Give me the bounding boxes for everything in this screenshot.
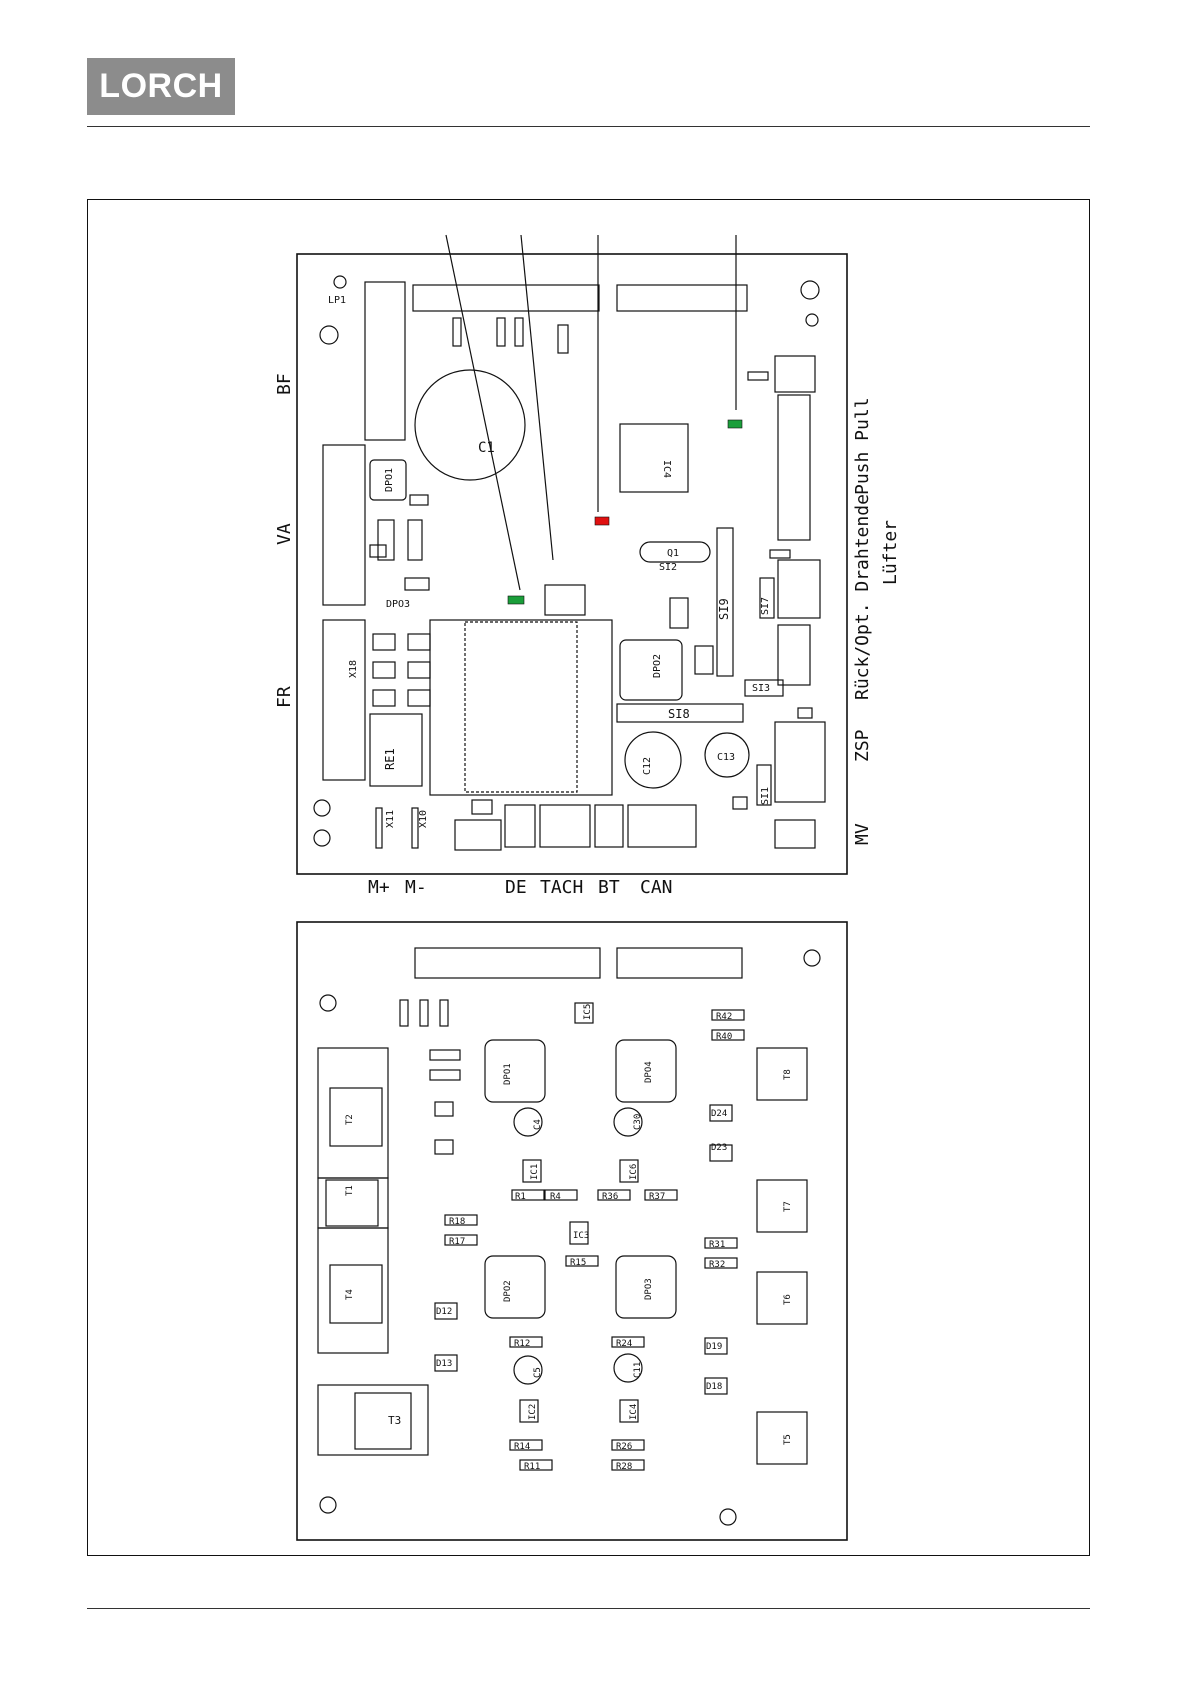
ref-c13: C13 bbox=[717, 752, 735, 763]
ref-d13: D13 bbox=[436, 1359, 452, 1369]
ref-r32: R32 bbox=[709, 1260, 725, 1270]
ref-r17: R17 bbox=[449, 1237, 465, 1247]
led-green-1 bbox=[507, 595, 525, 605]
ref-r36: R36 bbox=[602, 1192, 618, 1202]
label-fr: FR bbox=[274, 686, 295, 708]
ref-dpo4-b: DPO4 bbox=[644, 1061, 654, 1083]
ref-t3: T3 bbox=[388, 1414, 401, 1427]
label-tach: TACH bbox=[540, 877, 583, 898]
ref-ic4-b: IC4 bbox=[629, 1404, 639, 1420]
label-mv: MV bbox=[852, 823, 873, 845]
ref-dpo2: DPO2 bbox=[652, 654, 663, 678]
ref-r4: R4 bbox=[550, 1192, 561, 1202]
ref-t6: T6 bbox=[783, 1294, 793, 1305]
ref-t1: T1 bbox=[345, 1185, 355, 1196]
ref-dpo1-b: DPO1 bbox=[503, 1063, 513, 1085]
ref-si9: SI9 bbox=[717, 598, 731, 620]
ref-lp1: LP1 bbox=[328, 295, 346, 306]
ref-t8: T8 bbox=[783, 1069, 793, 1080]
label-bf: BF bbox=[274, 373, 295, 395]
figure-frame bbox=[87, 199, 1090, 1556]
ref-t4: T4 bbox=[345, 1289, 355, 1300]
label-zsp: ZSP bbox=[852, 729, 873, 762]
header-rule bbox=[87, 126, 1090, 127]
ref-t5: T5 bbox=[783, 1434, 793, 1445]
ref-x10: X10 bbox=[418, 810, 429, 828]
ref-c5: C5 bbox=[533, 1367, 543, 1378]
bottom-board bbox=[296, 921, 848, 1541]
ref-d12: D12 bbox=[436, 1307, 452, 1317]
ref-r11: R11 bbox=[524, 1462, 540, 1472]
ref-r31: R31 bbox=[709, 1240, 725, 1250]
ref-si8: SI8 bbox=[668, 707, 690, 721]
label-push-pull: Push Pull bbox=[852, 397, 873, 495]
ref-ic6: IC6 bbox=[629, 1164, 639, 1180]
ref-d23: D23 bbox=[711, 1143, 727, 1153]
ref-ic5: IC5 bbox=[583, 1004, 593, 1020]
ref-x18: X18 bbox=[348, 660, 359, 678]
ref-r28: R28 bbox=[616, 1462, 632, 1472]
ref-x11: X11 bbox=[385, 810, 396, 828]
ref-si2: SI2 bbox=[659, 562, 677, 573]
ref-r12: R12 bbox=[514, 1339, 530, 1349]
label-luefter: Lüfter bbox=[880, 520, 901, 585]
ref-re1: RE1 bbox=[383, 748, 397, 770]
label-m-plus: M+ bbox=[368, 877, 390, 898]
ref-c4: C4 bbox=[533, 1119, 543, 1130]
ref-r37: R37 bbox=[649, 1192, 665, 1202]
ref-r18: R18 bbox=[449, 1217, 465, 1227]
ref-r1: R1 bbox=[515, 1192, 526, 1202]
ref-r40: R40 bbox=[716, 1032, 732, 1042]
footer-rule bbox=[87, 1608, 1090, 1609]
ref-c11: C11 bbox=[633, 1362, 643, 1378]
ref-c1: C1 bbox=[478, 440, 495, 456]
ref-ic4: IC4 bbox=[661, 460, 672, 478]
ref-dpo3-b: DPO3 bbox=[644, 1278, 654, 1300]
led-green-2 bbox=[727, 419, 743, 429]
label-de: DE bbox=[505, 877, 527, 898]
ref-dpo2-b: DPO2 bbox=[503, 1280, 513, 1302]
ref-dpo1: DPO1 bbox=[384, 468, 395, 492]
ref-ic3: IC3 bbox=[573, 1231, 589, 1241]
ref-r14: R14 bbox=[514, 1442, 530, 1452]
ref-si7: SI7 bbox=[760, 597, 771, 615]
ref-c30: C30 bbox=[633, 1114, 643, 1130]
ref-r26: R26 bbox=[616, 1442, 632, 1452]
ref-d24: D24 bbox=[711, 1109, 727, 1119]
label-rueck-drahtende: Rück/Opt. Drahtende bbox=[852, 494, 873, 700]
top-board bbox=[296, 234, 848, 875]
ref-r15: R15 bbox=[570, 1258, 586, 1268]
ref-d18: D18 bbox=[706, 1382, 722, 1392]
ref-q1: Q1 bbox=[667, 548, 679, 559]
led-red bbox=[594, 516, 610, 526]
ref-r24: R24 bbox=[616, 1339, 632, 1349]
ref-dpo3: DPO3 bbox=[386, 599, 410, 610]
label-m-minus: M- bbox=[405, 877, 427, 898]
ref-ic1: IC1 bbox=[530, 1164, 540, 1180]
lorch-logo: LORCH bbox=[87, 58, 235, 115]
ref-si1: SI1 bbox=[760, 787, 771, 805]
ref-c12: C12 bbox=[642, 757, 653, 775]
ref-ic2: IC2 bbox=[528, 1404, 538, 1420]
label-va: VA bbox=[274, 523, 295, 545]
ref-r42: R42 bbox=[716, 1012, 732, 1022]
ref-d19: D19 bbox=[706, 1342, 722, 1352]
ref-si3: SI3 bbox=[752, 683, 770, 694]
label-can: CAN bbox=[640, 877, 673, 898]
ref-t7: T7 bbox=[783, 1201, 793, 1212]
label-bt: BT bbox=[598, 877, 620, 898]
ref-t2: T2 bbox=[345, 1114, 355, 1125]
